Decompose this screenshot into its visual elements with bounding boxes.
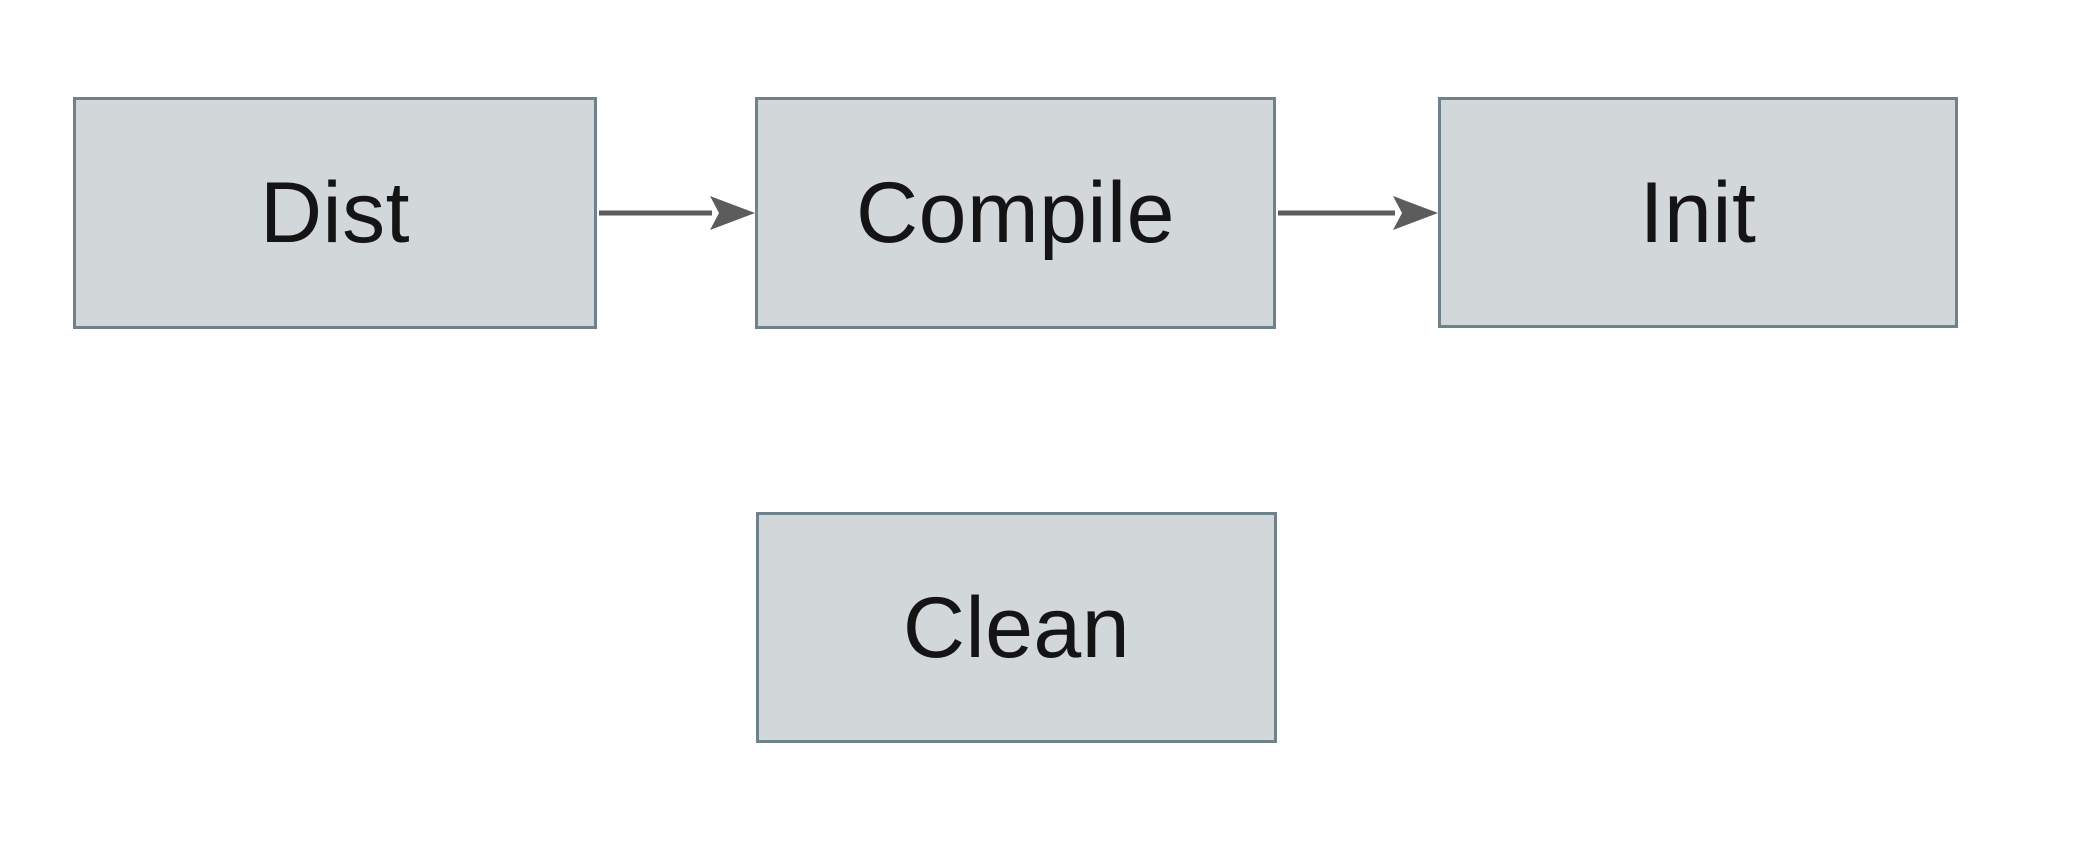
node-compile-label: Compile [856,165,1175,261]
node-compile: Compile [755,97,1276,329]
node-clean-label: Clean [902,579,1131,676]
node-clean: Clean [756,512,1277,743]
arrow-compile-to-init [1278,196,1438,230]
node-init: Init [1438,97,1958,328]
node-dist: Dist [73,97,597,329]
node-init-label: Init [1639,164,1757,261]
node-dist-label: Dist [259,165,411,261]
arrow-dist-to-compile [599,196,755,230]
